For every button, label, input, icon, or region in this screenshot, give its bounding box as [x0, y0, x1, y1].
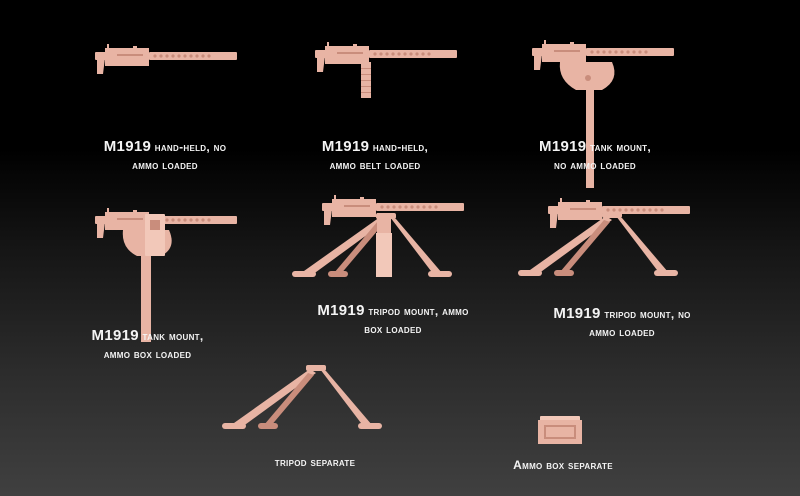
caption-tank-ammo-box: M1919 tank mount,ammo box loaded	[91, 327, 204, 361]
caption-ammo-box-separate: Ammo box separate	[513, 458, 613, 472]
caption-handheld-belt: M1919 hand-held,ammo belt loaded	[321, 138, 429, 172]
caption-tripod-separate: tripod separate	[274, 455, 356, 469]
m1919-handheld-belt-image	[315, 42, 457, 98]
m1919-handheld-no-ammo-image	[95, 44, 237, 74]
ammo-box-separate-image	[538, 416, 582, 444]
m1919-tank-ammo-box-image	[95, 208, 237, 342]
m1919-tripod-no-ammo-image	[518, 198, 690, 276]
m1919-tripod-ammo-box-image	[292, 195, 464, 277]
caption-tank-no-ammo: M1919 tank mount,no ammo loaded	[539, 138, 651, 172]
m1919-tank-no-ammo-image	[532, 40, 674, 188]
tripod-separate-image	[222, 365, 382, 429]
